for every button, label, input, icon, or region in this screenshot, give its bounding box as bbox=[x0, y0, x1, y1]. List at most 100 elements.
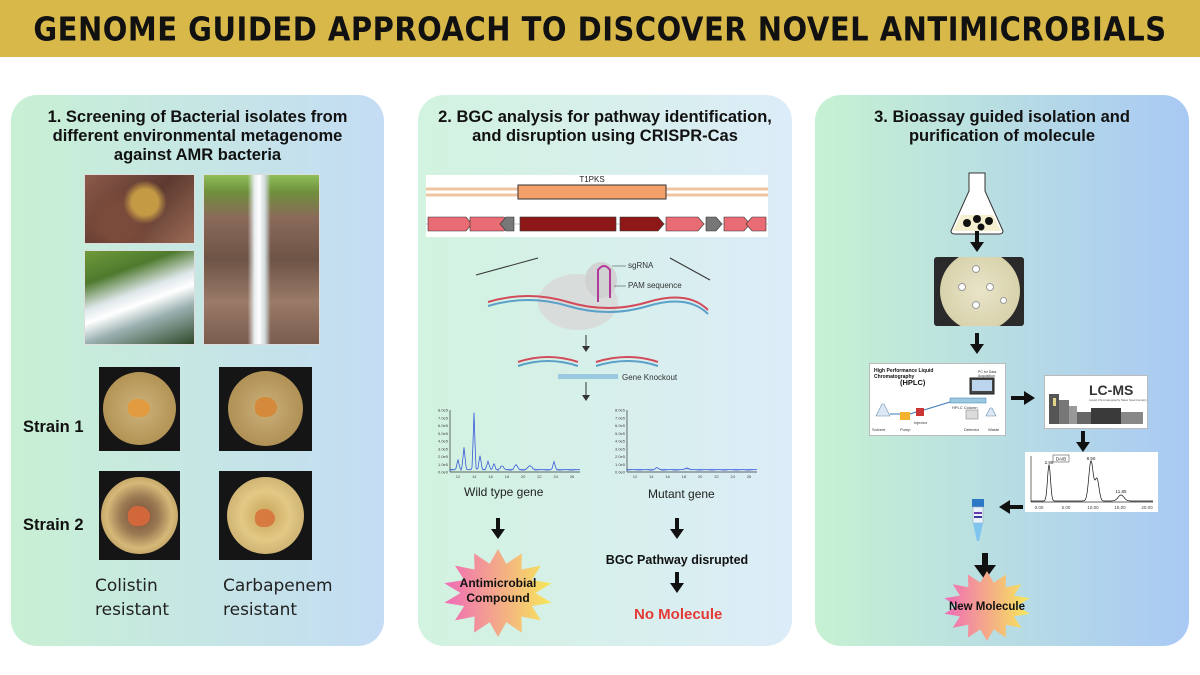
hplc-part-injector: Injector bbox=[914, 420, 928, 425]
chrom3-xtick: 10.00 bbox=[1087, 505, 1099, 510]
mutant-caption: Mutant gene bbox=[648, 487, 715, 501]
wild-ytick: 8.0e5 bbox=[438, 408, 449, 413]
wild-xtick: 14 bbox=[472, 474, 477, 479]
hplc-part-pc: PC for Data Acquisition bbox=[978, 370, 997, 378]
mutant-ytick: 0.0e0 bbox=[615, 470, 626, 475]
hplc-diagram: High Performance Liquid Chromatography (… bbox=[869, 363, 1006, 436]
wild-type-chromatogram: 8.0e5 7.0e5 6.0e5 5.0e5 4.0e5 3.0e5 2.0e5 1.0e5… bbox=[438, 408, 581, 479]
pam-label: PAM sequence bbox=[628, 281, 682, 290]
wild-xtick: 12 bbox=[456, 474, 461, 479]
chrom3-peak-label: 11.85 bbox=[1116, 489, 1127, 494]
wild-ytick: 0.0e0 bbox=[438, 470, 449, 475]
chrom3-trace bbox=[1031, 460, 1153, 502]
mutant-ytick: 6.0e5 bbox=[615, 423, 626, 428]
wild-xtick: 20 bbox=[521, 474, 526, 479]
arrow-down-icon bbox=[1076, 431, 1090, 452]
mutant-ytick: 2.0e5 bbox=[615, 454, 626, 459]
mutant-xtick: 16 bbox=[665, 474, 670, 479]
arrow-down-icon bbox=[670, 572, 684, 593]
strain-1-label: Strain 1 bbox=[23, 418, 84, 436]
wild-ytick: 5.0e5 bbox=[438, 431, 449, 436]
antimicrobial-compound-label: Antimicrobial Compound bbox=[454, 576, 542, 606]
wild-ytick: 1.0e5 bbox=[438, 462, 449, 467]
purification-chromatogram: 0.00 5.00 10.00 15.00 20.00 2.95 8.50 11.85 DA/B bbox=[1025, 452, 1158, 512]
mutant-ytick: 1.0e5 bbox=[615, 462, 626, 467]
hplc-part-detector: Detector bbox=[964, 427, 980, 432]
arrow-down-icon bbox=[491, 518, 505, 539]
chrom3-box-label: DA/B bbox=[1056, 457, 1067, 462]
carbapenem-line2: resistant bbox=[223, 600, 298, 620]
arrow-down-icon bbox=[670, 518, 684, 539]
hplc-part-column: HPLC Column bbox=[952, 405, 978, 410]
seaweed-photo bbox=[84, 174, 195, 244]
strain-2-label: Strain 2 bbox=[23, 516, 84, 534]
mutant-ytick: 8.0e5 bbox=[615, 408, 626, 413]
mutant-chromatogram: 8.0e5 7.0e5 6.0e5 5.0e5 4.0e5 3.0e5 2.0e5 1.0e5… bbox=[615, 408, 758, 479]
mutant-xtick: 22 bbox=[714, 474, 719, 479]
carbapenem-label: Carbapenem resistant bbox=[223, 574, 333, 622]
wild-ytick: 4.0e5 bbox=[438, 439, 449, 444]
chrom3-xtick: 5.00 bbox=[1062, 505, 1071, 510]
bgc-disrupted-label: BGC Pathway disrupted bbox=[605, 553, 749, 567]
page-title: Genome guided approach to discover novel… bbox=[33, 8, 1167, 49]
mutant-xtick: 12 bbox=[633, 474, 638, 479]
lcms-sublabel: Liquid Chromatography Mass Spectrometry bbox=[1089, 398, 1147, 402]
antimicrobial-line1: Antimicrobial bbox=[459, 576, 537, 590]
new-molecule-label: New Molecule bbox=[948, 601, 1026, 613]
wild-xtick: 26 bbox=[570, 474, 575, 479]
carbapenem-line1: Carbapenem bbox=[223, 576, 333, 596]
lcms-label: LC-MS bbox=[1089, 382, 1134, 398]
mutant-ytick: 5.0e5 bbox=[615, 431, 626, 436]
chrom3-xtick: 0.00 bbox=[1035, 505, 1044, 510]
mutant-xtick: 26 bbox=[747, 474, 752, 479]
vial-icon bbox=[972, 499, 984, 541]
sgrna-label: sgRNA bbox=[628, 261, 654, 270]
hplc-heading: High Performance Liquid Chromatography bbox=[874, 368, 934, 380]
panel-bioassay: 3. Bioassay guided isolation and purific… bbox=[815, 95, 1189, 646]
mutant-ytick: 7.0e5 bbox=[615, 415, 626, 420]
mutant-trace bbox=[626, 467, 758, 472]
mutant-xtick: 20 bbox=[698, 474, 703, 479]
wild-ytick: 7.0e5 bbox=[438, 415, 449, 420]
hplc-abbr: (HPLC) bbox=[900, 378, 926, 387]
hplc-part-waste: Waste bbox=[988, 427, 1000, 432]
wild-type-caption: Wild type gene bbox=[464, 485, 544, 499]
mutant-xtick: 14 bbox=[649, 474, 654, 479]
plate-strain2-colistin bbox=[99, 471, 180, 560]
title-banner: Genome guided approach to discover novel… bbox=[0, 0, 1200, 57]
chrom3-peak-label: 8.50 bbox=[1087, 456, 1096, 461]
chrom3-xtick: 15.00 bbox=[1114, 505, 1126, 510]
plate-strain1-colistin bbox=[99, 367, 180, 451]
wild-xtick: 24 bbox=[553, 474, 558, 479]
no-molecule-label: No Molecule bbox=[634, 606, 723, 623]
colistin-line2: resistant bbox=[95, 600, 170, 620]
t1pks-label: T1PKS bbox=[579, 175, 604, 184]
colistin-line1: Colistin bbox=[95, 576, 158, 596]
wild-ytick: 3.0e5 bbox=[438, 446, 449, 451]
chrom3-xtick: 20.00 bbox=[1141, 505, 1153, 510]
gene-knockout-label: Gene Knockout bbox=[622, 373, 678, 382]
crispr-cas-illustration: sgRNA PAM sequence Gene Knockout bbox=[475, 257, 711, 401]
mutant-ytick: 4.0e5 bbox=[615, 439, 626, 444]
wild-ytick: 6.0e5 bbox=[438, 423, 449, 428]
arrow-right-icon bbox=[1011, 391, 1035, 405]
hplc-part-pump: Pump bbox=[900, 427, 911, 432]
arrow-down-icon bbox=[970, 333, 984, 354]
panel-3-title: 3. Bioassay guided isolation and purific… bbox=[874, 108, 1130, 145]
wild-ytick: 2.0e5 bbox=[438, 454, 449, 459]
antimicrobial-compound-starburst bbox=[444, 549, 552, 637]
arrow-down-icon bbox=[974, 553, 996, 580]
lcms-diagram: LC-MS Liquid Chromatography Mass Spectro… bbox=[1044, 375, 1148, 429]
mutant-xtick: 24 bbox=[730, 474, 735, 479]
flask-icon bbox=[950, 172, 1004, 235]
plate-strain1-carbapenem bbox=[219, 367, 312, 451]
wild-xtick: 22 bbox=[537, 474, 542, 479]
bgc-diagram: T1PKS bbox=[426, 175, 768, 237]
chrom3-peak-label: 2.95 bbox=[1045, 460, 1054, 465]
mutant-xtick: 18 bbox=[682, 474, 687, 479]
waterfall-photo bbox=[203, 174, 320, 345]
antimicrobial-line2: Compound bbox=[466, 591, 530, 605]
colistin-label: Colistin resistant bbox=[95, 574, 169, 622]
new-molecule-starburst bbox=[944, 571, 1030, 641]
mutant-ytick: 3.0e5 bbox=[615, 446, 626, 451]
